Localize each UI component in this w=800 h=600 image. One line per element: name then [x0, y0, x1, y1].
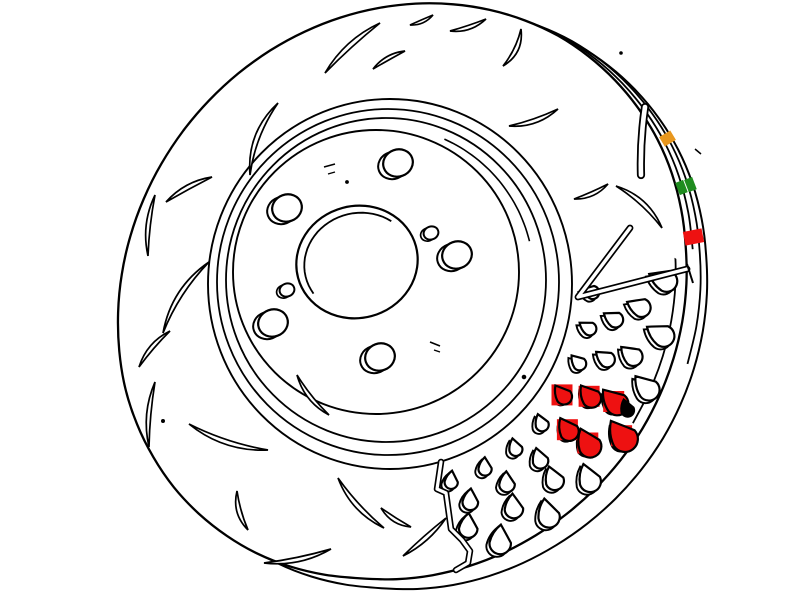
slot: [138, 330, 171, 368]
slot: [337, 477, 385, 529]
slot: [508, 108, 559, 128]
hat-slope-arc-inner: [225, 117, 547, 443]
thermal-paint-marks: [659, 130, 705, 246]
slot: [248, 102, 279, 176]
center-bore: [295, 204, 419, 320]
vent-pillar: [634, 374, 661, 402]
vent-pillar: [620, 345, 644, 367]
highlighted-pillar: [553, 384, 574, 406]
lug-hole: [364, 342, 396, 372]
slot: [615, 185, 663, 229]
slot: [324, 22, 381, 74]
thermal-paint-mark-orange: [659, 130, 676, 147]
thermal-paint-mark-red: [682, 228, 705, 246]
cutaway-wedge-edge: [574, 224, 694, 301]
vent-pillar: [537, 496, 561, 529]
small-hole: [278, 282, 296, 298]
slot: [165, 176, 213, 203]
hub-area: [252, 148, 473, 375]
slot: [162, 261, 210, 334]
vent-pillar: [457, 511, 479, 539]
slot: [573, 183, 609, 200]
slot: [296, 374, 330, 416]
vent-pillar: [488, 522, 513, 556]
slot: [409, 14, 434, 26]
bore-chamfer-arc: [303, 211, 392, 295]
slot: [502, 28, 523, 67]
vent-pillar: [544, 464, 565, 492]
cutaway-vent-section: [440, 255, 679, 558]
slot: [402, 517, 447, 557]
slot: [145, 381, 156, 448]
highlighted-pillar: [579, 384, 603, 409]
vent-pillar: [477, 455, 493, 477]
lug-hole: [271, 193, 303, 223]
slot: [372, 50, 406, 70]
vent-pillar: [645, 325, 676, 348]
wedge-step: [686, 263, 694, 284]
thermal-paint-mark-green-left: [675, 179, 688, 196]
vent-pillar: [625, 298, 652, 319]
hat-slope-arc-mid: [216, 108, 560, 456]
highlighted-pillar: [558, 416, 580, 442]
vent-pillar: [602, 311, 625, 329]
vent-pillar: [578, 462, 603, 494]
slot: [449, 18, 487, 33]
highlighted-pillar: [577, 427, 603, 459]
vent-pillar: [503, 491, 525, 520]
vent-pillar: [443, 469, 459, 491]
ink-specks: [161, 51, 702, 423]
hat-section: [207, 98, 573, 470]
vent-pillar: [461, 486, 480, 512]
cutaway-tear-edge: [433, 458, 474, 574]
slot: [234, 490, 249, 531]
small-hole: [422, 225, 440, 241]
lug-hole: [257, 308, 289, 338]
slot: [188, 423, 269, 451]
vent-pillar: [534, 412, 550, 433]
slot: [380, 507, 412, 528]
thermal-paint-mark-green-right: [684, 176, 697, 193]
t-slots: [138, 14, 663, 565]
lug-hole: [441, 240, 473, 270]
hat-face-edge: [232, 129, 520, 415]
vent-channel-outer-boundary: [552, 255, 677, 424]
vent-pillar: [570, 354, 588, 372]
lug-hole: [382, 148, 414, 178]
slot: [263, 548, 332, 565]
hat-slope-highlight-arc: [444, 138, 531, 242]
vent-pillar: [508, 436, 524, 458]
vent-pillar: [531, 446, 550, 470]
pillar-highlights: [551, 384, 639, 459]
vent-pillar: [594, 350, 616, 369]
hat-slope-arc-outer: [207, 98, 573, 470]
vent-pillar: [578, 321, 598, 337]
slot: [638, 104, 648, 178]
highlighted-pillar: [608, 419, 639, 453]
vent-pillar: [498, 469, 516, 494]
pillar-shadow-blob: [620, 397, 636, 418]
slot: [144, 194, 156, 257]
